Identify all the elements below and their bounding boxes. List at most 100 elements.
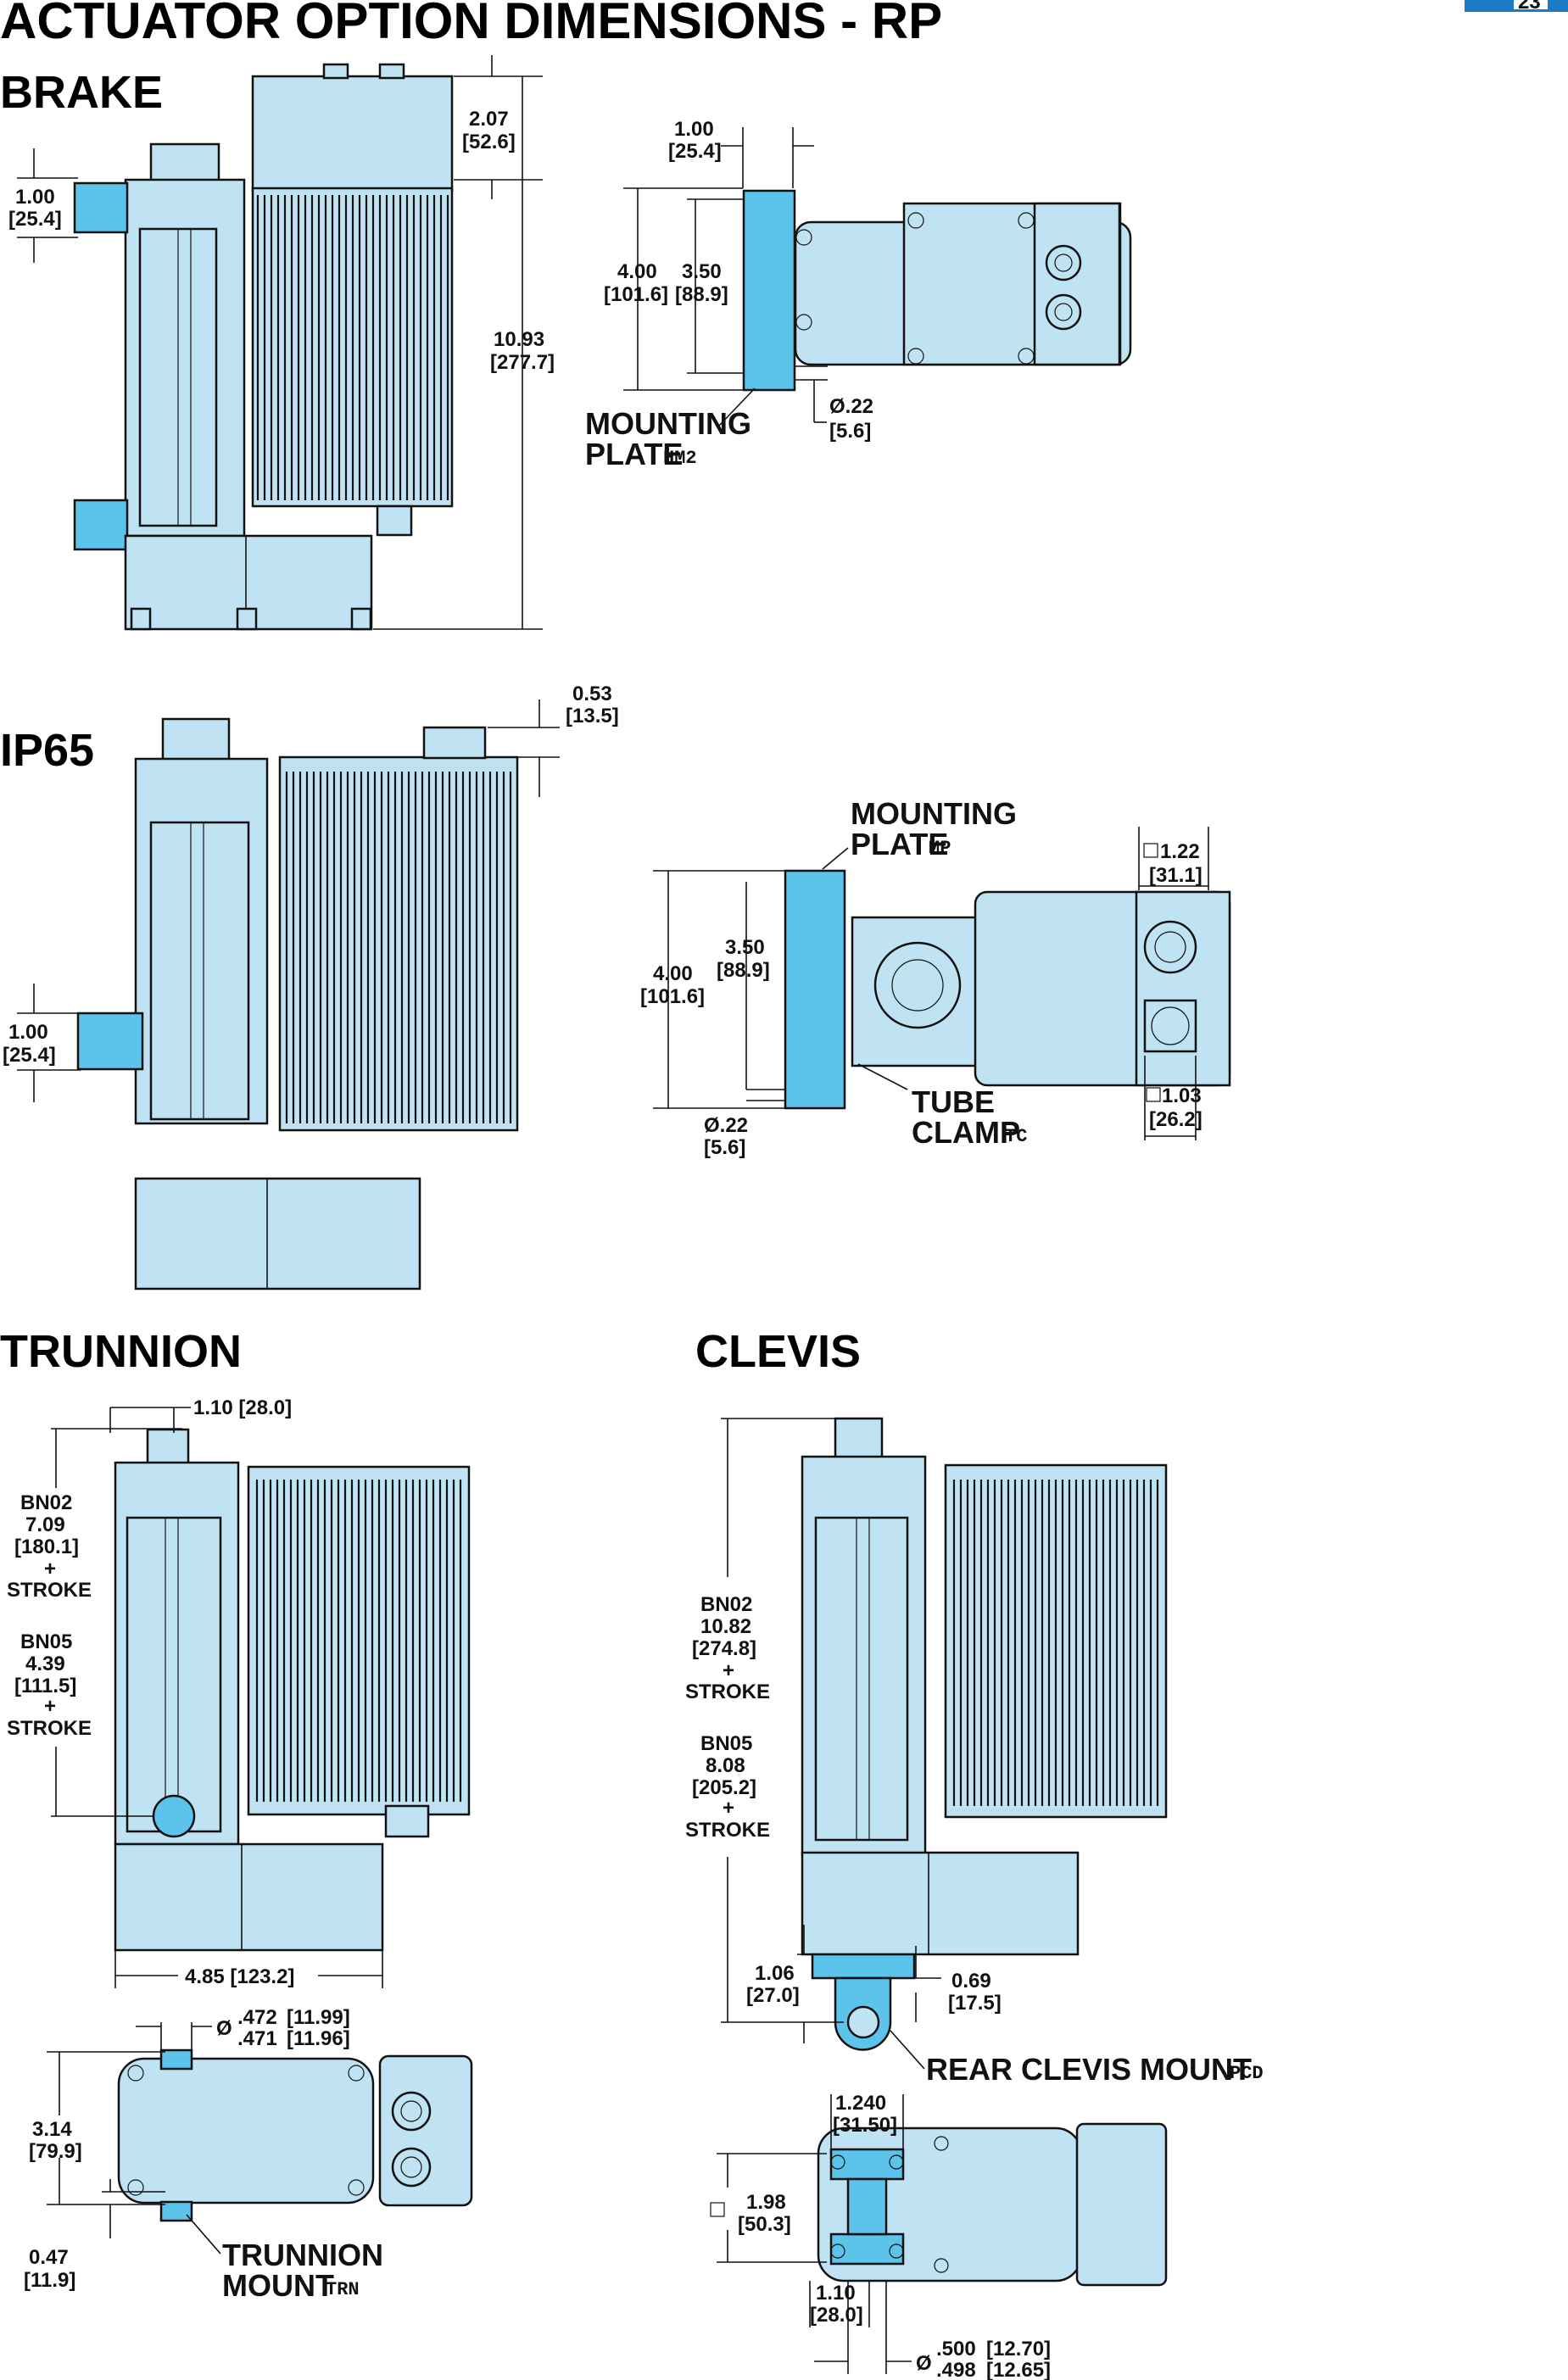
trunnion-bn02-mm: [180.1]	[14, 1536, 79, 1558]
page-title: ACTUATOR OPTION DIMENSIONS - RP	[0, 0, 942, 49]
ip65-motor-fins	[285, 772, 512, 1123]
trunnion-width-dim: 4.85 [123.2]	[114, 1950, 383, 1988]
trunnion-stroke-2: STROKE	[7, 1717, 92, 1740]
ip65-dim-3: 4.00 [101.6]	[640, 870, 784, 1109]
brake-title: BRAKE	[0, 67, 163, 118]
trunnion-mount-label: TRUNNION MOUNT TRN	[186, 2214, 383, 2303]
ip65-d1: 0.53	[572, 683, 612, 705]
clevis-a: 1.06	[755, 1962, 795, 1985]
clevis-dia-dim: Ø .500 .498 [12.70] [12.65]	[814, 2281, 1051, 2380]
brake-d7mm: [5.6]	[829, 420, 871, 443]
trunnion-o: 0.47	[29, 2246, 69, 2269]
clevis-mount-label: REAR CLEVIS MOUNT PCD	[890, 2030, 1264, 2087]
trunnion-hmm: [79.9]	[29, 2140, 82, 2163]
clevis-e-dim: 1.10 [28.0]	[809, 2281, 870, 2327]
page-number: 23	[1518, 0, 1541, 14]
clevis-dia-prefix: Ø	[916, 2352, 932, 2375]
trunnion-motor-fins	[255, 1480, 462, 1802]
ip65-title: IP65	[0, 725, 94, 776]
clevis-cmm: [31.50]	[833, 2114, 897, 2137]
trunnion-bn05-mm: [111.5]	[14, 1675, 76, 1697]
ip65-tc-line1: TUBE	[912, 1084, 995, 1119]
trunnion-side-view	[114, 1428, 471, 1952]
ip65-mp-line2: PLATE	[851, 827, 948, 861]
trunnion-d1: 1.10 [28.0]	[193, 1396, 292, 1419]
brake-d5mm: [101.6]	[604, 283, 668, 306]
brake-dim-6: 3.50 [88.9]	[675, 198, 743, 374]
brake-section: BRAKE	[0, 55, 1132, 631]
brake-d3: 10.93	[494, 328, 544, 351]
ip65-d6: 1.22	[1160, 840, 1200, 863]
page-tab: 23	[1465, 0, 1568, 14]
ip65-tc-line2: CLAMP	[912, 1115, 1020, 1150]
clevis-dia-a: .500	[936, 2338, 976, 2360]
clevis-bn-dims: BN02 10.82 [274.8] + STROKE BN05 8.08 [2…	[685, 1418, 848, 2023]
trunnion-label-line2: MOUNT	[222, 2268, 334, 2303]
clevis-stroke-1: STROKE	[685, 1680, 770, 1703]
brake-d7: Ø.22	[829, 395, 873, 418]
brake-d1: 1.00	[15, 186, 55, 209]
ip65-tc-code: TC	[1005, 1126, 1027, 1147]
clevis-dia-a-mm: [12.70]	[986, 2338, 1051, 2360]
ip65-d7mm: [26.2]	[1149, 1108, 1203, 1131]
clevis-sq-dim: 1.98 [50.3]	[710, 2153, 827, 2263]
ip65-mp-code: MP	[929, 838, 951, 859]
clevis-plan-view	[817, 2122, 1168, 2287]
ip65-d5mm: [5.6]	[704, 1136, 745, 1159]
clevis-emm: [28.0]	[810, 2304, 863, 2327]
brake-dim-2: 2.07 [52.6]	[454, 55, 543, 199]
clevis-amm: [27.0]	[746, 1984, 800, 2007]
clevis-e: 1.10	[816, 2282, 856, 2305]
trunnion-stroke-1: STROKE	[7, 1579, 92, 1602]
ip65-d4mm: [88.9]	[717, 959, 770, 982]
ip65-d1mm: [13.5]	[566, 705, 619, 727]
ip65-mp-line1: MOUNTING	[851, 796, 1017, 831]
brake-d2mm: [52.6]	[462, 131, 516, 153]
clevis-bn02-mm: [274.8]	[692, 1637, 756, 1660]
trunnion-bn05-in: 4.39	[25, 1653, 65, 1675]
brake-d2: 2.07	[469, 108, 509, 131]
trunnion-dia-dim: Ø .472 .471 [11.99] [11.96]	[136, 2006, 350, 2050]
brake-dim-5: 4.00 [101.6]	[604, 187, 743, 391]
trunnion-bn02: BN02	[20, 1491, 72, 1514]
brake-motor-fins	[256, 195, 449, 500]
clevis-plus-1: +	[723, 1659, 734, 1682]
brake-plan-view	[742, 189, 1132, 392]
brake-d4mm: [25.4]	[668, 140, 722, 163]
clevis-bn05: BN05	[700, 1732, 752, 1755]
ip65-d4: 3.50	[725, 936, 765, 959]
ip65-dim-2: 1.00 [25.4]	[3, 984, 81, 1102]
trunnion-omm: [11.9]	[24, 2269, 75, 2292]
clevis-side-view	[801, 1417, 1168, 2051]
brake-d6: 3.50	[682, 260, 722, 283]
brake-side-view	[73, 63, 454, 631]
clevis-bn05-in: 8.08	[706, 1754, 745, 1777]
brake-mounting-plate-label: MOUNTING PLATE HM2	[585, 387, 756, 471]
clevis-b: 0.69	[951, 1970, 991, 1993]
clevis-label-code: PCD	[1230, 2063, 1264, 2084]
ip65-dim-1: 0.53 [13.5]	[488, 683, 619, 797]
brake-dim-1: 1.00 [25.4]	[8, 148, 78, 263]
clevis-sq: 1.98	[746, 2191, 786, 2214]
ip65-d6mm: [31.1]	[1149, 864, 1203, 887]
trunnion-section: TRUNNION	[0, 1326, 473, 2303]
trunnion-bn02-in: 7.09	[25, 1513, 65, 1536]
brake-dim-3: 10.93 [277.7]	[373, 76, 555, 630]
ip65-d2mm: [25.4]	[3, 1044, 56, 1067]
trunnion-h: 3.14	[32, 2118, 72, 2141]
clevis-c: 1.240	[835, 2092, 886, 2115]
ip65-dim-5: Ø.22 [5.6]	[704, 1089, 784, 1159]
ip65-section: IP65	[0, 683, 1231, 1290]
brake-d6mm: [88.9]	[675, 283, 728, 306]
trunnion-plan-view	[117, 2048, 473, 2222]
clevis-dia-b: .498	[936, 2359, 976, 2380]
brake-label-line1: MOUNTING	[585, 406, 751, 441]
brake-d1mm: [25.4]	[8, 208, 62, 231]
ip65-side-view	[76, 717, 519, 1290]
trunnion-dia-a: .472	[237, 2006, 277, 2029]
brake-label-line2: PLATE	[585, 437, 683, 471]
trunnion-plus-2: +	[44, 1695, 56, 1718]
trunnion-plus-1: +	[44, 1558, 56, 1580]
trunnion-h-dim: 3.14 [79.9]	[29, 2051, 165, 2205]
